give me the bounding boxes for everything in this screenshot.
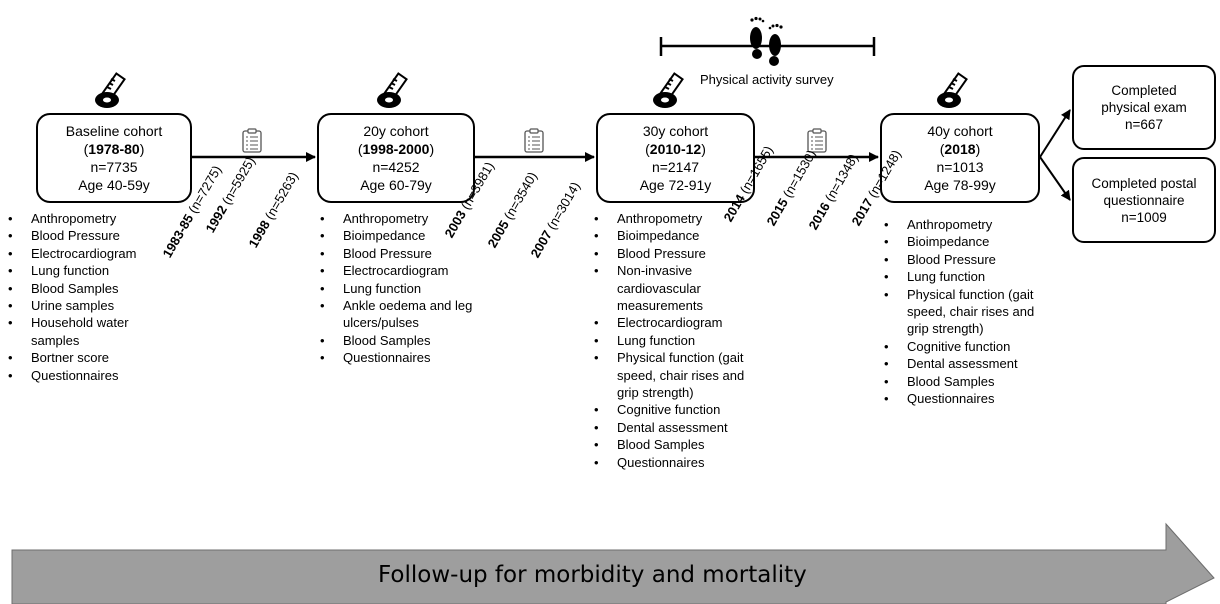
cohort-n: n=1013 bbox=[936, 159, 984, 175]
cohort-box-20y: 20y cohort (1998-2000) n=4252 Age 60-79y bbox=[317, 113, 475, 203]
measure-item: Lung function bbox=[882, 268, 1042, 286]
measures-list-40y: AnthropometryBioimpedanceBlood PressureL… bbox=[882, 216, 1042, 408]
measure-item: Ankle oedema and leg ulcers/pulses bbox=[318, 297, 478, 332]
measure-item: Household water samples bbox=[6, 314, 156, 349]
outcome-line: n=667 bbox=[1125, 117, 1163, 132]
measure-item: Electrocardiogram bbox=[592, 314, 752, 332]
measuring-tape-icon bbox=[937, 72, 968, 108]
measure-item: Blood Pressure bbox=[318, 245, 478, 263]
measure-item: Electrocardiogram bbox=[318, 262, 478, 280]
cohort-n: n=4252 bbox=[372, 159, 420, 175]
measure-item: Blood Pressure bbox=[592, 245, 752, 263]
outcome-line: questionnaire bbox=[1103, 192, 1185, 208]
branch-arrow-exam bbox=[1039, 109, 1071, 158]
measure-item: Anthropometry bbox=[6, 210, 156, 228]
cohort-years: (1978-80) bbox=[83, 141, 145, 157]
cohort-n: n=2147 bbox=[651, 159, 700, 175]
clipboard-icon bbox=[242, 128, 262, 153]
measure-item: Physical function (gait speed, chair ris… bbox=[882, 286, 1042, 338]
cohort-box-baseline: Baseline cohort (1978-80) n=7735 Age 40-… bbox=[36, 113, 192, 203]
measure-item: Lung function bbox=[592, 332, 752, 350]
measure-item: Physical function (gait speed, chair ris… bbox=[592, 349, 752, 401]
outcome-line: physical exam bbox=[1101, 100, 1187, 115]
measure-item: Questionnaires bbox=[882, 390, 1042, 408]
cohort-n: n=7735 bbox=[90, 159, 138, 175]
cohort-box-40y: 40y cohort (2018) n=1013 Age 78-99y bbox=[880, 113, 1040, 203]
measure-item: Bioimpedance bbox=[592, 227, 752, 245]
physical-activity-span bbox=[659, 37, 876, 56]
cohort-age: Age 72-91y bbox=[639, 177, 712, 193]
physical-activity-label: Physical activity survey bbox=[700, 72, 834, 87]
measure-item: Bortner score bbox=[6, 349, 156, 367]
outcome-line: Completed bbox=[1111, 83, 1177, 98]
measure-item: Urine samples bbox=[6, 297, 156, 315]
measuring-tape-icon bbox=[377, 72, 408, 108]
measures-list-baseline: AnthropometryBlood PressureElectrocardio… bbox=[6, 210, 156, 384]
measure-item: Blood Samples bbox=[318, 332, 478, 350]
measure-item: Non-invasive cardiovascular measurements bbox=[592, 262, 752, 314]
cohort-years: (1998-2000) bbox=[357, 141, 435, 157]
follow-up-arrow bbox=[11, 522, 1215, 604]
measuring-tape-icon bbox=[95, 72, 126, 108]
measure-item: Lung function bbox=[6, 262, 156, 280]
cohort-years: (2018) bbox=[939, 141, 981, 157]
measure-item: Questionnaires bbox=[592, 454, 752, 472]
measure-item: Blood Pressure bbox=[882, 251, 1042, 269]
outcome-line: n=1009 bbox=[1121, 209, 1167, 225]
measure-item: Anthropometry bbox=[882, 216, 1042, 234]
measure-item: Blood Samples bbox=[592, 436, 752, 454]
measure-item: Blood Samples bbox=[882, 373, 1042, 391]
footprints-icon bbox=[750, 16, 783, 66]
measure-item: Questionnaires bbox=[6, 367, 156, 385]
cohort-title: 30y cohort bbox=[642, 123, 709, 139]
measure-item: Dental assessment bbox=[592, 419, 752, 437]
measure-item: Blood Samples bbox=[6, 280, 156, 298]
follow-up-label: Follow-up for morbidity and mortality bbox=[378, 562, 807, 588]
measure-item: Cognitive function bbox=[882, 338, 1042, 356]
clipboard-icon bbox=[807, 128, 827, 153]
cohort-title: Baseline cohort bbox=[65, 123, 163, 139]
measure-item: Bioimpedance bbox=[318, 227, 478, 245]
cohort-age: Age 60-79y bbox=[360, 177, 432, 193]
measure-item: Anthropometry bbox=[592, 210, 752, 228]
outcome-box-physical-exam: Completed physical exam n=667 bbox=[1072, 65, 1216, 150]
cohort-age: Age 78-99y bbox=[924, 177, 996, 193]
measure-item: Lung function bbox=[318, 280, 478, 298]
measure-item: Questionnaires bbox=[318, 349, 478, 367]
measures-list-30y: AnthropometryBioimpedanceBlood PressureN… bbox=[592, 210, 752, 472]
measure-item: Bioimpedance bbox=[882, 233, 1042, 251]
cohort-box-30y: 30y cohort (2010-12) n=2147 Age 72-91y bbox=[596, 113, 755, 203]
measure-item: Cognitive function bbox=[592, 401, 752, 419]
clipboard-icon bbox=[524, 128, 544, 153]
measure-item: Blood Pressure bbox=[6, 227, 156, 245]
measure-item: Anthropometry bbox=[318, 210, 478, 228]
branch-arrow-postal bbox=[1039, 156, 1071, 201]
measure-item: Dental assessment bbox=[882, 355, 1042, 373]
outcome-line: Completed postal bbox=[1091, 175, 1197, 191]
measures-list-20y: AnthropometryBioimpedanceBlood PressureE… bbox=[318, 210, 478, 367]
cohort-years: (2010-12) bbox=[645, 141, 706, 157]
cohort-title: 40y cohort bbox=[927, 123, 993, 139]
cohort-title: 20y cohort bbox=[363, 123, 429, 139]
measure-item: Electrocardiogram bbox=[6, 245, 156, 263]
cohort-age: Age 40-59y bbox=[78, 177, 150, 193]
measuring-tape-icon bbox=[653, 72, 684, 108]
outcome-box-postal-questionnaire: Completed postal questionnaire n=1009 bbox=[1072, 157, 1216, 243]
